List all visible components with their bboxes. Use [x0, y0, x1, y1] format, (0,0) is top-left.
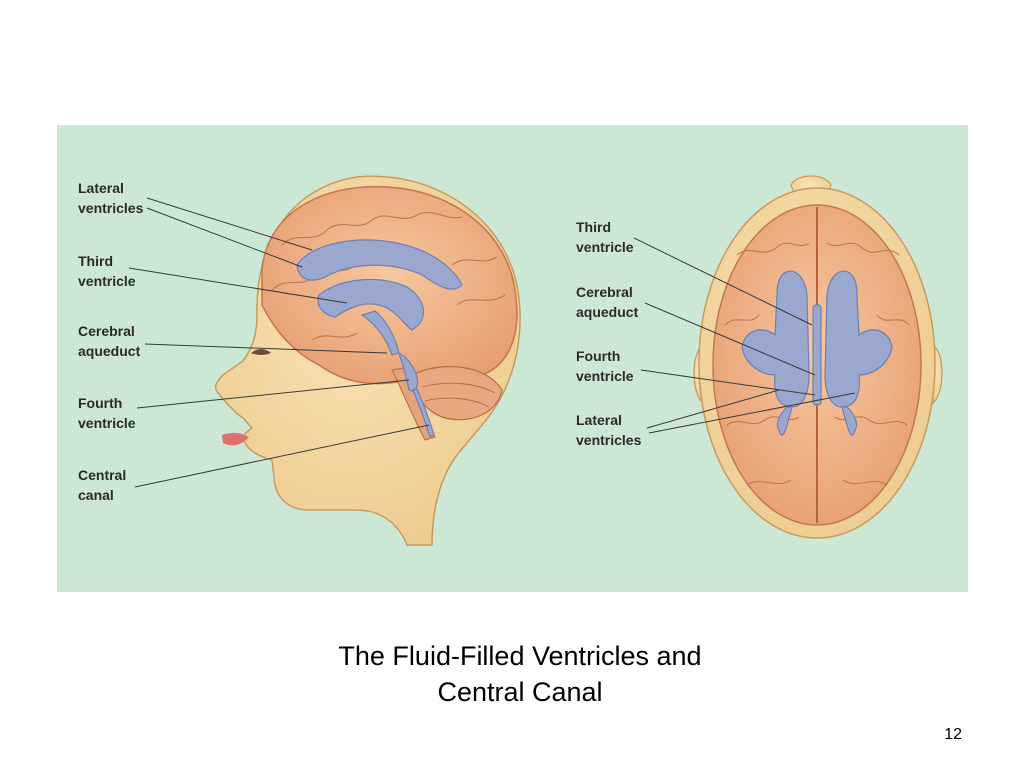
svg-text:Lateral: Lateral	[78, 180, 124, 196]
top-label-lateral-line2: ventricles	[576, 432, 642, 448]
svg-text:Third: Third	[576, 219, 611, 235]
top-label-fourth-line2: ventricle	[576, 368, 634, 384]
side-label-third-line2: ventricle	[78, 273, 136, 289]
side-label-canal-line2: canal	[78, 487, 114, 503]
side-label-lateral-line1: Lateral	[78, 180, 124, 196]
svg-text:ventricle: ventricle	[576, 239, 634, 255]
side-label-fourth-line2: ventricle	[78, 415, 136, 431]
top-leader-lines	[633, 237, 856, 434]
top-label-fourth-line1: Fourth	[576, 348, 620, 364]
top-ventricles	[741, 270, 893, 436]
side-label-aqueduct-line1: Cerebral	[78, 323, 135, 339]
top-label-third-line1: Third	[576, 219, 611, 235]
ventricles-figure: Lateral ventricles Third ventricle Cereb…	[57, 125, 968, 592]
svg-text:Lateral: Lateral	[576, 412, 622, 428]
slide-caption: The Fluid-Filled Ventricles and Central …	[260, 638, 780, 710]
svg-text:Cerebral: Cerebral	[576, 284, 633, 300]
caption-line-1: The Fluid-Filled Ventricles and	[338, 641, 702, 671]
side-view-labels: Lateral ventricles Third ventricle Cereb…	[78, 180, 144, 503]
side-view-head	[214, 175, 521, 546]
top-label-aqueduct-line1: Cerebral	[576, 284, 633, 300]
side-label-canal-line1: Central	[78, 467, 126, 483]
svg-text:Fourth: Fourth	[576, 348, 620, 364]
side-label-aqueduct-line2: aqueduct	[78, 343, 141, 359]
top-label-third-line2: ventricle	[576, 239, 634, 255]
svg-text:ventricle: ventricle	[78, 273, 136, 289]
svg-text:aqueduct: aqueduct	[78, 343, 141, 359]
cerebellum	[411, 365, 503, 421]
svg-text:ventricle: ventricle	[576, 368, 634, 384]
side-leader-lines	[128, 197, 430, 488]
top-label-aqueduct-line2: aqueduct	[576, 304, 639, 320]
side-label-third-line1: Third	[78, 253, 113, 269]
svg-text:ventricles: ventricles	[576, 432, 642, 448]
caption-line-2: Central Canal	[437, 677, 603, 707]
svg-text:aqueduct: aqueduct	[576, 304, 639, 320]
svg-text:Third: Third	[78, 253, 113, 269]
svg-text:Central: Central	[78, 467, 126, 483]
svg-text:Cerebral: Cerebral	[78, 323, 135, 339]
svg-text:canal: canal	[78, 487, 114, 503]
top-view-head	[693, 175, 943, 539]
side-label-fourth-line1: Fourth	[78, 395, 122, 411]
eye	[251, 349, 271, 355]
top-label-lateral-line1: Lateral	[576, 412, 622, 428]
side-label-lateral-line2: ventricles	[78, 200, 144, 216]
lips	[222, 432, 249, 446]
top-view-labels: Third ventricle Cerebral aqueduct Fourth…	[576, 219, 642, 448]
page-number: 12	[944, 726, 962, 743]
svg-text:ventricles: ventricles	[78, 200, 144, 216]
svg-text:Fourth: Fourth	[78, 395, 122, 411]
svg-text:ventricle: ventricle	[78, 415, 136, 431]
